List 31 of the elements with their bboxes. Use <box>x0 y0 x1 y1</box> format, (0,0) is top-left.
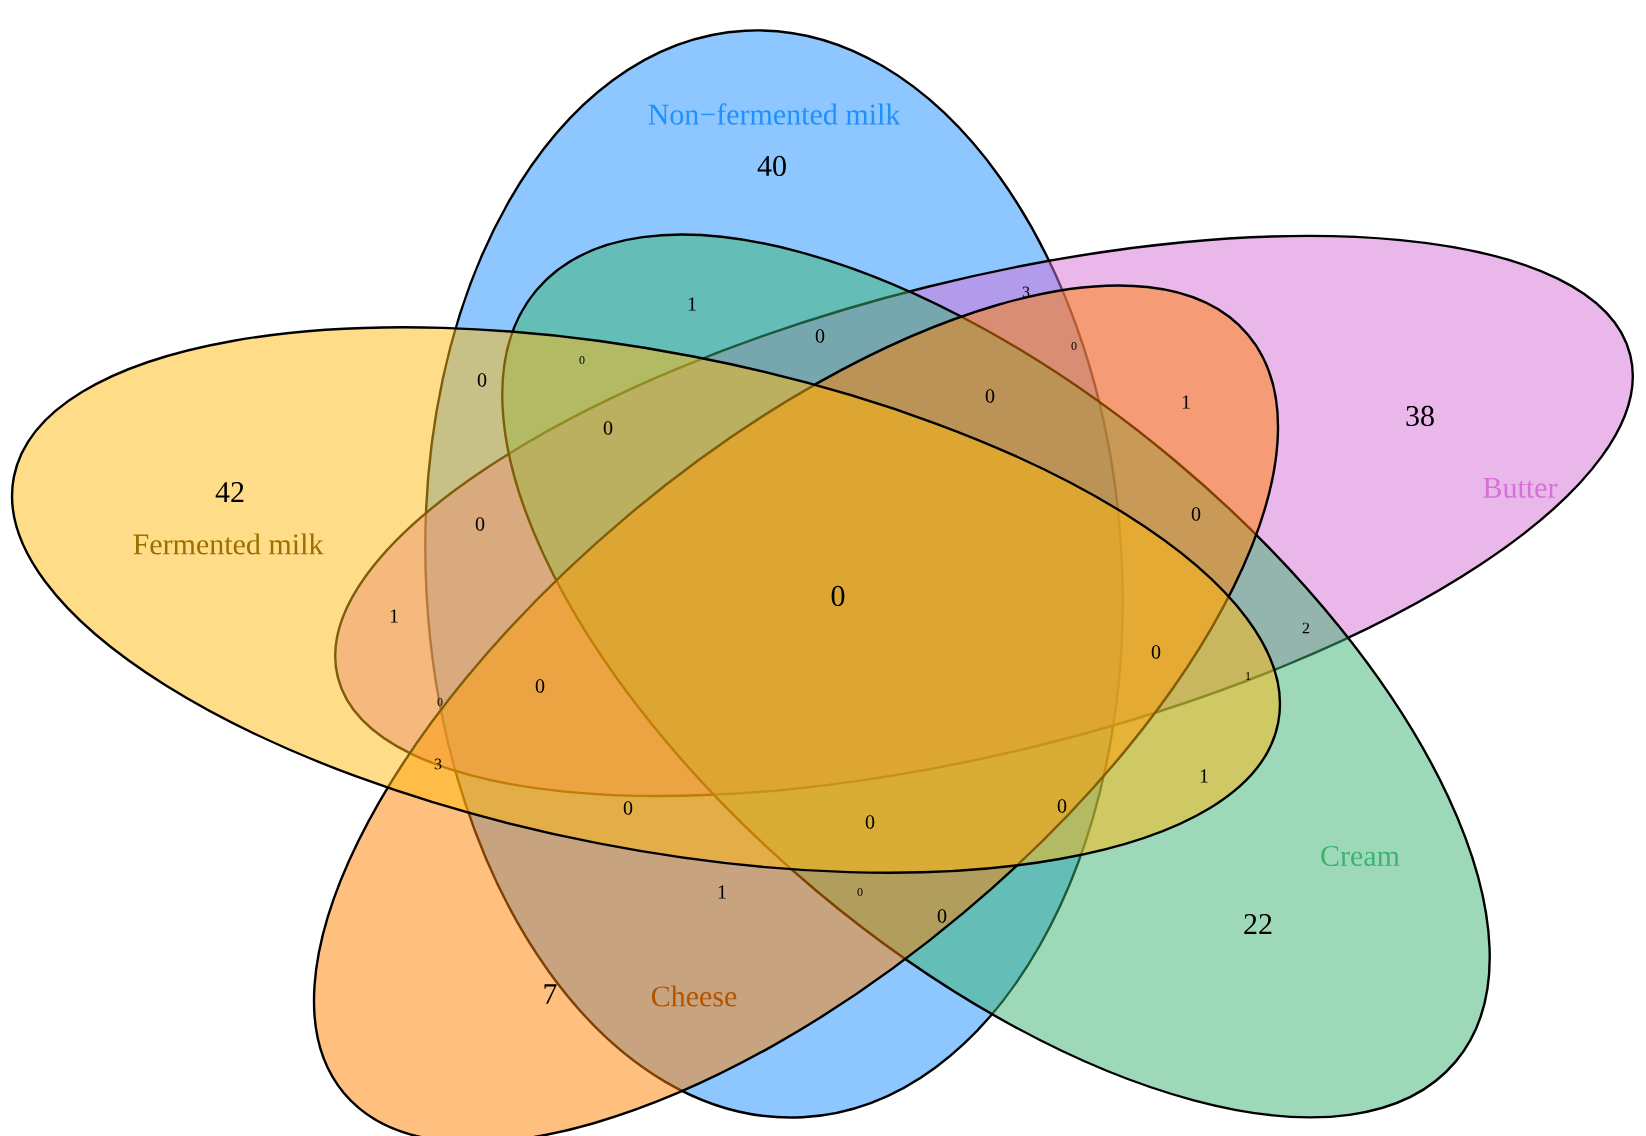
set-name: Cheese <box>651 985 737 1007</box>
region-count: 0 <box>535 679 545 693</box>
region-count: 0 <box>815 329 825 343</box>
region-count: 0 <box>1057 799 1067 813</box>
region-count: 0 <box>865 815 875 829</box>
region-count: 1 <box>688 297 696 311</box>
region-count: 0 <box>831 585 845 607</box>
region-count: 0 <box>603 421 613 435</box>
region-count: 0 <box>475 517 485 531</box>
region-count: 0 <box>937 909 947 923</box>
region-count: 0 <box>623 801 633 815</box>
region-count: 1 <box>1200 769 1208 783</box>
region-count: 1 <box>718 885 726 899</box>
region-count: 42 <box>215 482 244 502</box>
set-name: Non−fermented milk <box>648 103 901 125</box>
set-name: Fermented milk <box>133 533 324 555</box>
region-count: 7 <box>544 984 557 1004</box>
region-count: 22 <box>1244 914 1272 934</box>
region-count: 1 <box>390 609 398 623</box>
region-count: 0 <box>1191 507 1201 521</box>
region-count: 0 <box>1151 645 1161 659</box>
region-count: 0 <box>477 373 487 387</box>
set-name: Butter <box>1483 478 1558 498</box>
region-count: 1 <box>1182 395 1190 409</box>
region-count: 0 <box>985 389 995 403</box>
region-count: 38 <box>1406 405 1434 427</box>
region-count: 40 <box>757 155 786 177</box>
region-count: 2 <box>1302 622 1310 634</box>
region-count: 3 <box>434 758 442 770</box>
set-name: Cream <box>1321 845 1400 867</box>
region-count: 3 <box>1022 286 1030 298</box>
